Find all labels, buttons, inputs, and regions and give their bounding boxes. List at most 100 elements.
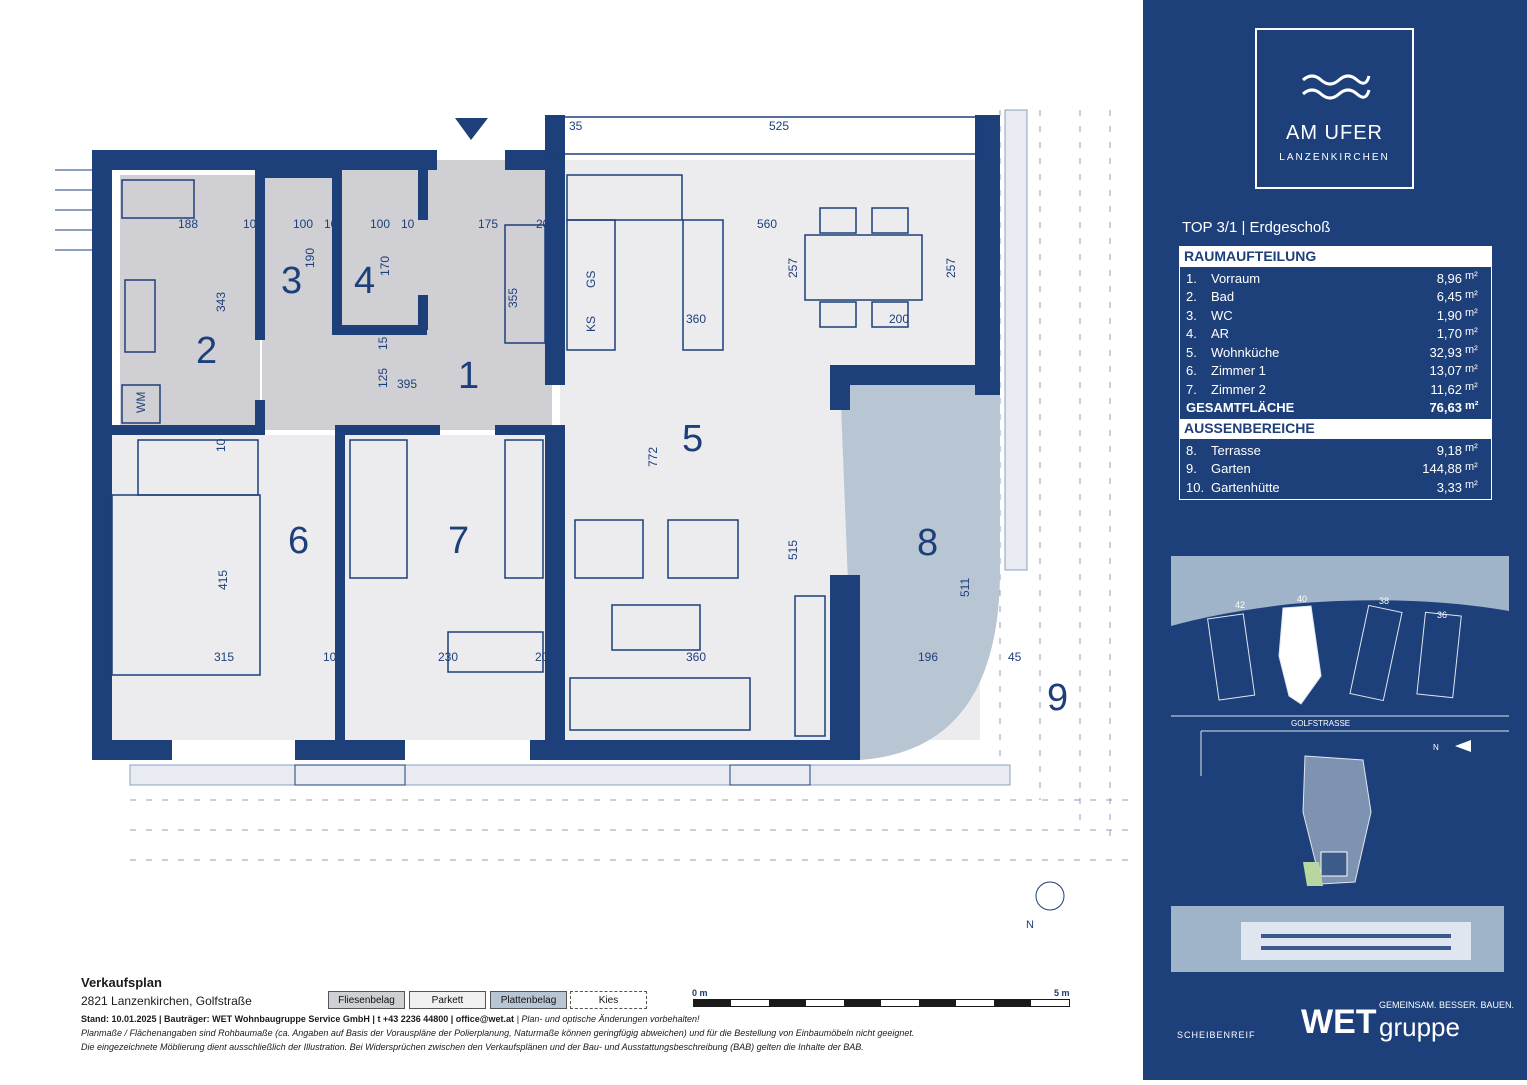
room-number-5: 5 xyxy=(682,418,704,460)
floor-zimmer2 xyxy=(345,435,550,740)
floor-plan-drawing xyxy=(55,109,1130,861)
dim-label: 315 xyxy=(214,650,235,664)
floor-plan: 1 2 3 4 5 6 7 8 9 188 10 100 10 100 10 1… xyxy=(55,109,1130,1052)
floor-vorraum xyxy=(262,160,552,430)
footer-line-1: Stand: 10.01.2025 | Bauträger: WET Wohnb… xyxy=(81,1014,700,1024)
waves-icon xyxy=(1302,74,1371,100)
floor-bath xyxy=(120,175,260,425)
dim-label: 15 xyxy=(376,336,390,350)
dim-label: 35 xyxy=(569,119,583,133)
wet-logo-word: gruppe xyxy=(1379,1012,1460,1042)
dim-label: 10 xyxy=(324,217,338,231)
scale-start-label: 0 m xyxy=(692,988,708,998)
scale-bar xyxy=(693,999,1070,1007)
floor-zimmer1 xyxy=(110,435,335,740)
dim-label: 20 xyxy=(536,217,550,231)
dim-label: 257 xyxy=(944,257,958,278)
wet-logo: WET xyxy=(1301,1003,1377,1041)
building-thumbnail xyxy=(1302,755,1372,886)
room-number-2: 2 xyxy=(196,330,218,372)
room-number-1: 1 xyxy=(458,355,480,397)
window-hatch xyxy=(294,764,811,786)
dim-label: 125 xyxy=(376,367,390,388)
plan-title: Verkaufsplan xyxy=(81,975,162,990)
dim-label: 20 xyxy=(535,650,549,664)
dim-label: 360 xyxy=(686,312,707,326)
footer-line-3: Die eingezeichnete Möblierung dient auss… xyxy=(81,1042,864,1052)
gravel-strip-right xyxy=(1004,109,1028,571)
svg-text:36: 36 xyxy=(1437,610,1447,620)
dim-label: 525 xyxy=(769,119,790,133)
walls xyxy=(92,115,1000,760)
dim-label: 511 xyxy=(958,577,972,597)
room-number-3: 3 xyxy=(281,260,303,302)
dim-label: 10 xyxy=(243,217,257,231)
building-render xyxy=(1171,906,1504,972)
room-number-4: 4 xyxy=(354,260,376,302)
legend-tile: Fliesenbelag xyxy=(328,991,405,1009)
dim-label: 10 xyxy=(401,217,415,231)
scale-end-label: 5 m xyxy=(1054,988,1070,998)
legend-parquet: Parkett xyxy=(409,991,486,1009)
dim-label: 45 xyxy=(1008,650,1022,664)
furniture xyxy=(111,116,978,737)
outdoor-table-header: AUSSENBEREICHE xyxy=(1180,419,1491,439)
svg-text:42: 42 xyxy=(1235,600,1245,610)
legend-slabs: Plattenbelag xyxy=(490,991,567,1009)
architect-logo: SCHEIBENREIF xyxy=(1177,1030,1256,1040)
dim-label: 343 xyxy=(214,291,228,312)
dim-label: 230 xyxy=(438,650,459,664)
dim-label: 515 xyxy=(786,539,800,560)
dim-label: 360 xyxy=(686,650,707,664)
dim-label: 188 xyxy=(178,217,199,231)
dim-label: 415 xyxy=(216,569,230,590)
legend-gravel: Kies xyxy=(570,991,647,1009)
entrance-arrow-icon xyxy=(455,118,488,140)
logo-subtitle: LANZENKIRCHEN xyxy=(1279,152,1390,163)
dim-label: 100 xyxy=(370,217,391,231)
dim-label: 175 xyxy=(478,217,499,231)
stairs-left xyxy=(55,169,92,251)
dim-label: 560 xyxy=(757,217,778,231)
dim-label: 196 xyxy=(918,650,939,664)
dim-label: 257 xyxy=(786,257,800,278)
dim-label: 772 xyxy=(646,446,660,467)
svg-text:GOLFSTRASSE: GOLFSTRASSE xyxy=(1291,719,1350,728)
dim-label: WM xyxy=(134,391,148,413)
room-number-8: 8 xyxy=(917,522,939,564)
gravel-strip-bottom xyxy=(129,764,1011,786)
dim-label: 170 xyxy=(378,255,392,276)
garden-area xyxy=(130,110,1130,861)
dim-label: GS xyxy=(584,270,598,288)
dim-label: KS xyxy=(584,315,598,332)
dim-label: 10 xyxy=(323,650,337,664)
dim-label: 190 xyxy=(303,247,317,268)
logo-title: AM UFER xyxy=(1286,122,1383,144)
room-number-6: 6 xyxy=(288,520,310,562)
project-logo: AM UFER LANZENKIRCHEN xyxy=(1255,28,1414,189)
dim-label: 355 xyxy=(506,287,520,308)
dim-label: 100 xyxy=(293,217,314,231)
plan-address: 2821 Lanzenkirchen, Golfstraße xyxy=(81,994,252,1008)
floor-terrace xyxy=(840,380,1000,760)
site-map: 42 40 38 36 GOLFSTRASSE N xyxy=(1171,556,1509,776)
room-number-9: 9 xyxy=(1047,677,1069,719)
footer-line-2: Planmaße / Flächenangaben sind Rohbaumaß… xyxy=(81,1028,915,1038)
dim-label: 200 xyxy=(889,312,910,326)
dim-label: 395 xyxy=(397,377,418,391)
svg-text:38: 38 xyxy=(1379,596,1389,606)
svg-text:N: N xyxy=(1026,919,1034,931)
info-sidebar: AM UFER LANZENKIRCHEN TOP 3/1 | Erdgesch… xyxy=(1143,0,1527,1080)
